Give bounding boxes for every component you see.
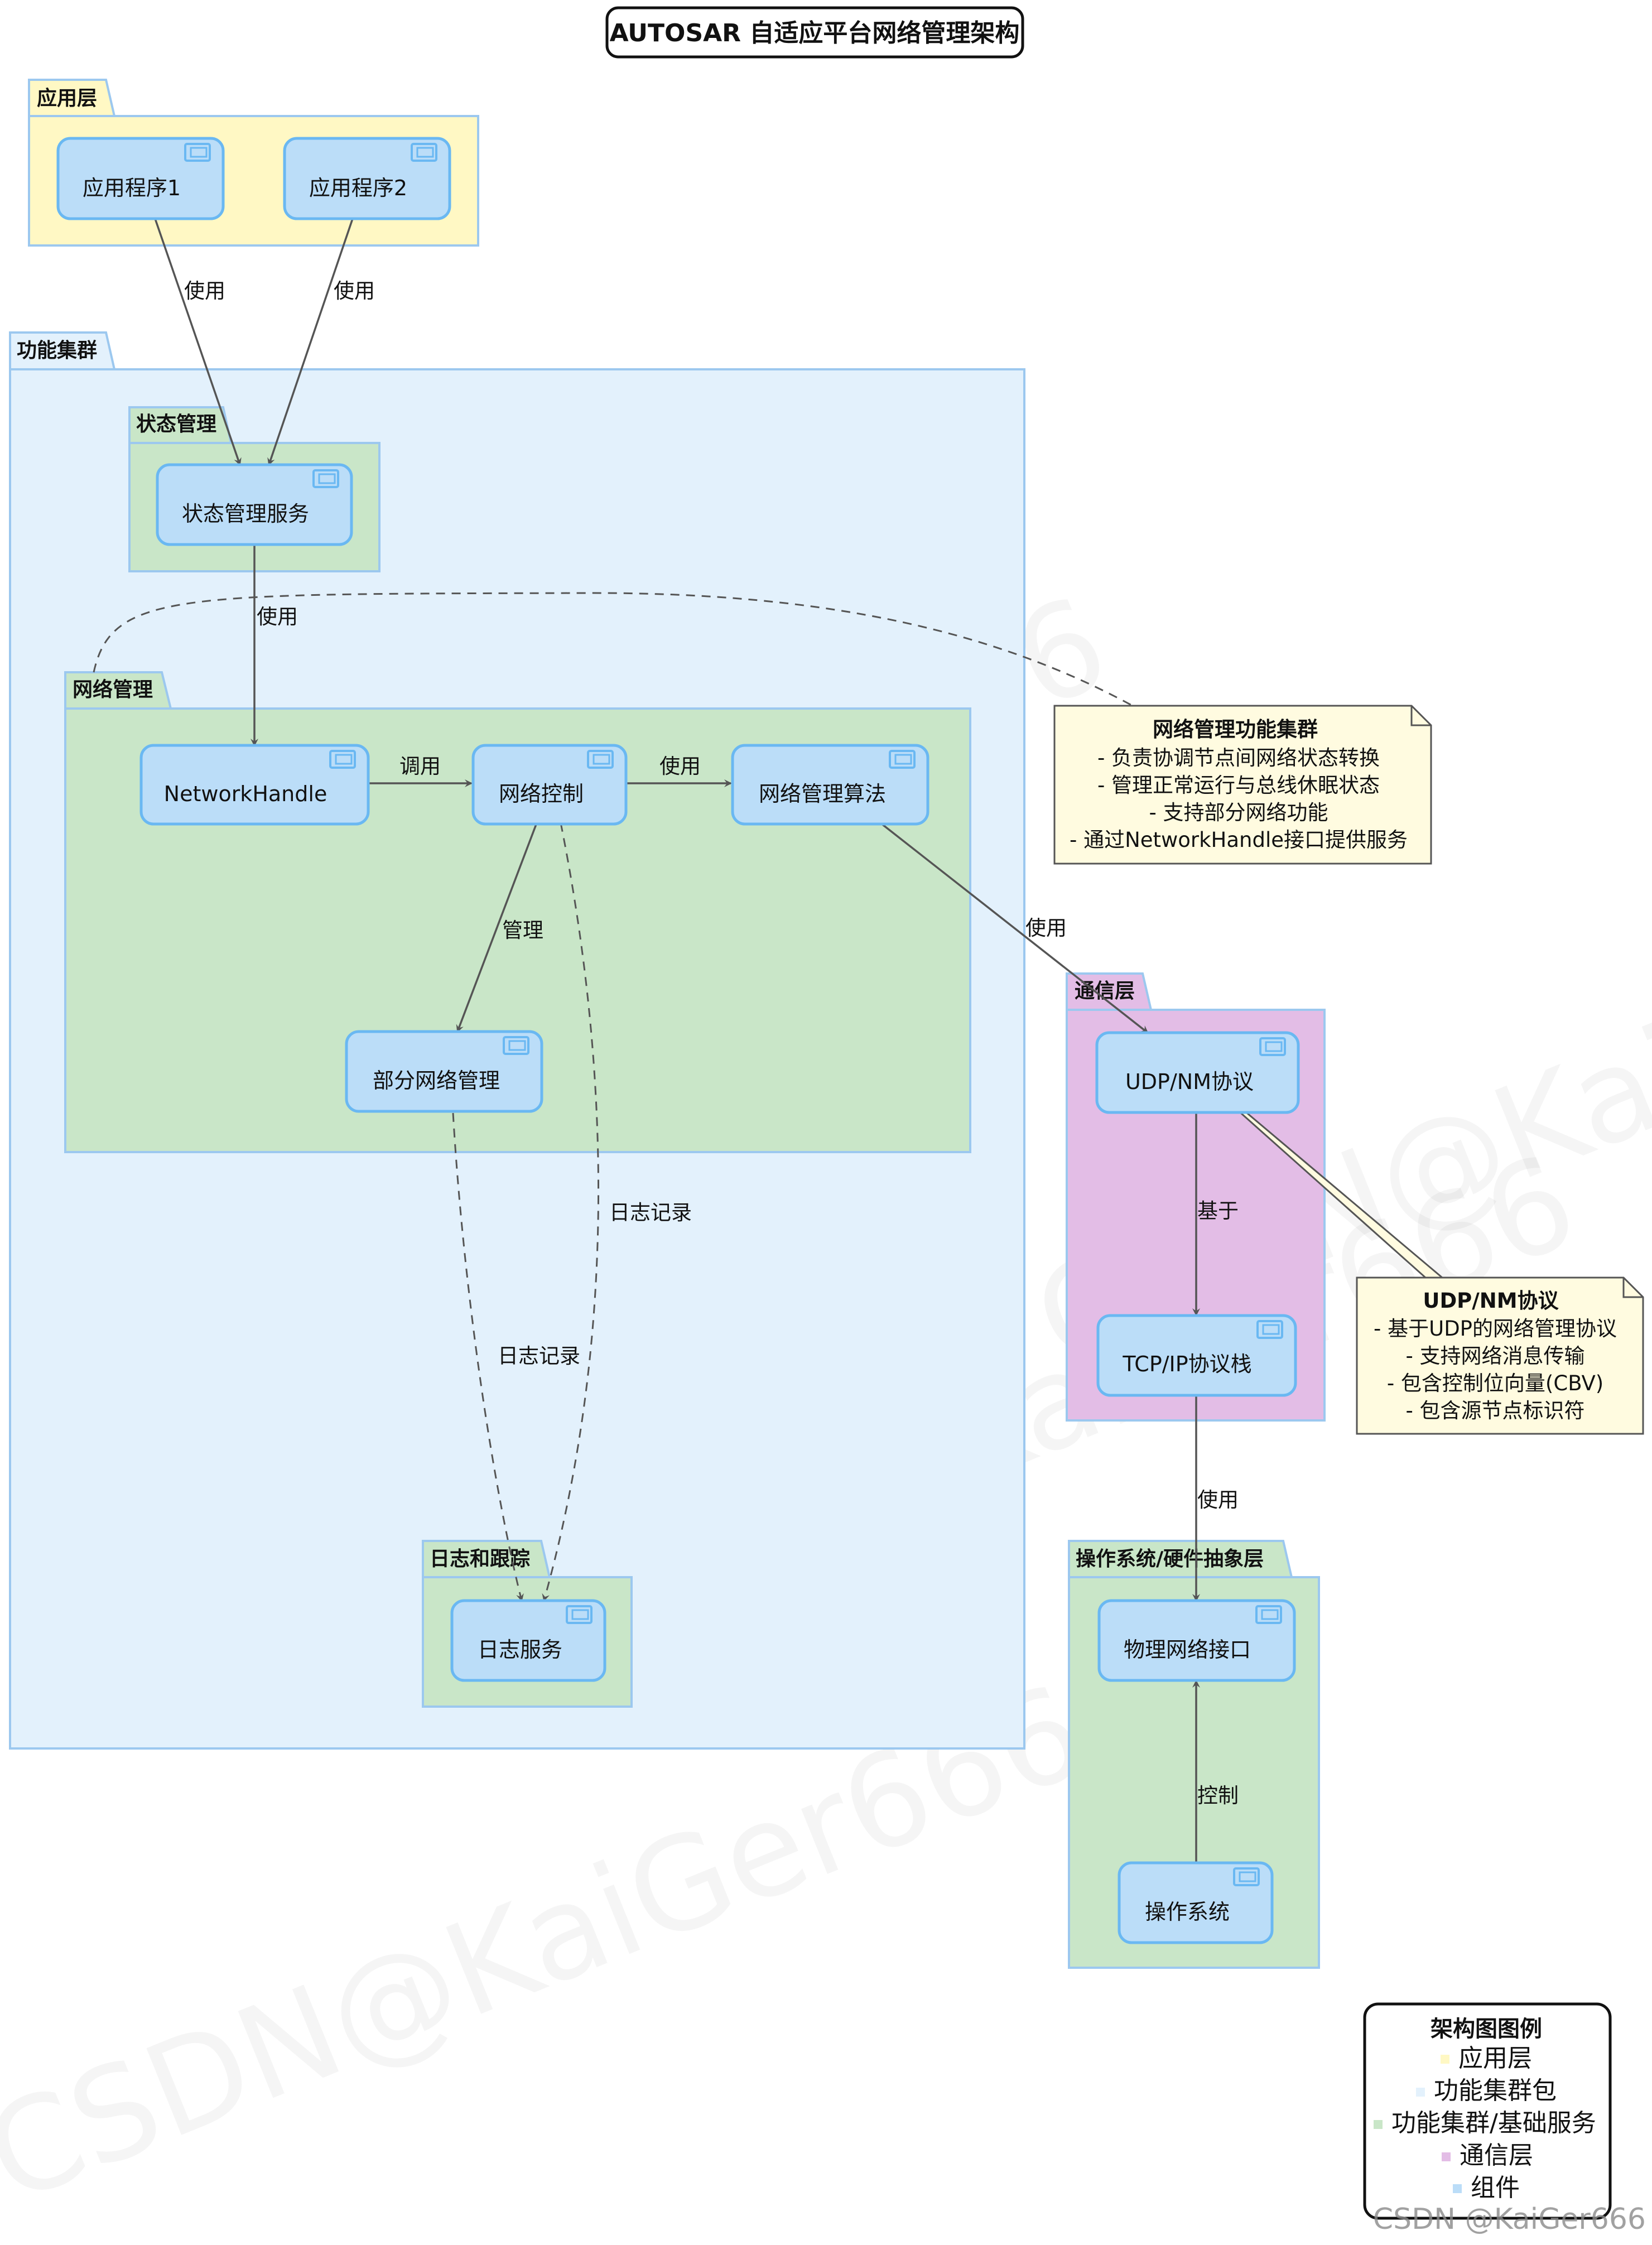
legend-swatch [1453, 2184, 1462, 2193]
component-label-os: 操作系统 [1145, 1900, 1230, 1924]
component-label-physical-interface: 物理网络接口 [1124, 1637, 1251, 1662]
note-udp-nm: UDP/NM协议 - 基于UDP的网络管理协议 - 支持网络消息传输 - 包含控… [1356, 1276, 1644, 1435]
edge-label-state-use: 使用 [257, 605, 298, 629]
legend-item-label: 应用层 [1458, 2044, 1532, 2073]
edge-app2-to-state [267, 218, 354, 466]
legend-swatch [1374, 2120, 1383, 2129]
component-label-app1: 应用程序1 [83, 176, 181, 200]
edge-labels: 使用 使用 使用 调用 使用 管理 日志记录 日志记录 使用 基于 使用 控制 [184, 279, 1239, 1808]
edge-algo-to-udpnm [879, 822, 1149, 1034]
component-label-tcp-ip: TCP/IP协议栈 [1122, 1352, 1251, 1376]
edge-label-manage: 管理 [502, 918, 543, 942]
note-nm-cluster-line: - 支持部分网络功能 [1149, 801, 1328, 825]
component-label-nm-algorithm: 网络管理算法 [759, 782, 886, 806]
component-log-service[interactable]: 日志服务 [450, 1599, 606, 1682]
edge-label-log2: 日志记录 [498, 1344, 580, 1368]
legend-item-label: 通信层 [1460, 2141, 1533, 2170]
component-label-udp-nm: UDP/NM协议 [1125, 1069, 1254, 1094]
component-label-network-handle: NetworkHandle [164, 782, 327, 806]
note-udp-nm-line: - 支持网络消息传输 [1405, 1344, 1584, 1368]
package-label-network-management: 网络管理 [73, 678, 153, 701]
edge-label-control-use: 使用 [659, 754, 701, 778]
component-network-control[interactable]: 网络控制 [471, 744, 628, 826]
component-os[interactable]: 操作系统 [1118, 1861, 1274, 1944]
diagram-title: AUTOSAR 自适应平台网络管理架构 [605, 6, 1024, 59]
note-nm-cluster-title: 网络管理功能集群 [1153, 717, 1318, 741]
component-label-log-service: 日志服务 [478, 1637, 562, 1662]
package-label-log-trace: 日志和跟踪 [430, 1548, 530, 1570]
edge-label-algo-use: 使用 [1025, 916, 1067, 940]
title-text: AUTOSAR 自适应平台网络管理架构 [610, 19, 1020, 47]
legend-item-label: 功能集群/基础服务 [1391, 2109, 1596, 2137]
legend: 架构图图例 应用层 功能集群包 功能集群/基础服务 通信层 组件 [1363, 2002, 1612, 2220]
note-udp-nm-line: - 包含源节点标识符 [1405, 1399, 1584, 1423]
component-tcp-ip[interactable]: TCP/IP协议栈 [1096, 1314, 1297, 1397]
note-nm-cluster: 网络管理功能集群 - 负责协调节点间网络状态转换 - 管理正常运行与总线休眠状态… [1053, 705, 1432, 865]
note-nm-cluster-line: - 管理正常运行与总线休眠状态 [1097, 773, 1380, 797]
footer-watermark: CSDN @KaiGer666 [1373, 2203, 1646, 2236]
note-udp-nm-line: - 基于UDP的网络管理协议 [1374, 1317, 1617, 1341]
package-label-state-management: 状态管理 [136, 413, 216, 436]
edge-label-based-on: 基于 [1197, 1199, 1239, 1223]
edge-label-tcp-use: 使用 [1197, 1488, 1239, 1512]
package-label-app-layer: 应用层 [37, 87, 97, 110]
note-nm-cluster-line: - 负责协调节点间网络状态转换 [1097, 746, 1380, 770]
legend-swatch [1442, 2152, 1451, 2161]
component-partial-network[interactable]: 部分网络管理 [345, 1030, 543, 1113]
legend-swatch [1416, 2088, 1425, 2097]
package-label-function-cluster: 功能集群 [17, 339, 97, 362]
dashed-edges [93, 592, 1133, 1602]
edge-label-call: 调用 [399, 754, 441, 778]
note-udp-nm-title: UDP/NM协议 [1423, 1289, 1559, 1313]
note-anchor-nm-cluster [93, 592, 1133, 707]
package-label-os-hw-abstraction: 操作系统/硬件抽象层 [1076, 1548, 1264, 1570]
edge-app1-to-state [154, 218, 242, 466]
component-label-partial-network: 部分网络管理 [373, 1068, 500, 1093]
edges [154, 218, 1200, 1863]
note-udp-nm-line: - 包含控制位向量(CBV) [1387, 1371, 1603, 1395]
legend-item-label: 组件 [1471, 2174, 1520, 2202]
edge-label-app1-use: 使用 [184, 279, 225, 303]
component-nm-algorithm[interactable]: 网络管理算法 [731, 744, 929, 826]
note-nm-cluster-line: - 通过NetworkHandle接口提供服务 [1070, 828, 1408, 852]
edge-label-app2-use: 使用 [334, 279, 375, 303]
legend-item-label: 功能集群包 [1434, 2077, 1557, 2105]
component-app2[interactable]: 应用程序2 [283, 137, 451, 220]
edge-control-to-log [542, 822, 599, 1602]
component-label-app2: 应用程序2 [309, 176, 407, 200]
component-network-handle[interactable]: NetworkHandle [139, 744, 370, 826]
component-state-service[interactable]: 状态管理服务 [156, 463, 353, 546]
legend-swatch [1441, 2055, 1449, 2064]
edge-label-control: 控制 [1197, 1784, 1239, 1808]
component-label-state-service: 状态管理服务 [182, 502, 309, 526]
component-udp-nm[interactable]: UDP/NM协议 [1095, 1031, 1300, 1114]
edge-label-log1: 日志记录 [609, 1201, 692, 1225]
legend-title: 架构图图例 [1431, 2016, 1542, 2042]
edge-control-to-partial [456, 822, 538, 1033]
component-app1[interactable]: 应用程序1 [56, 137, 225, 220]
component-label-network-control: 网络控制 [499, 782, 584, 806]
component-physical-interface[interactable]: 物理网络接口 [1097, 1599, 1296, 1682]
